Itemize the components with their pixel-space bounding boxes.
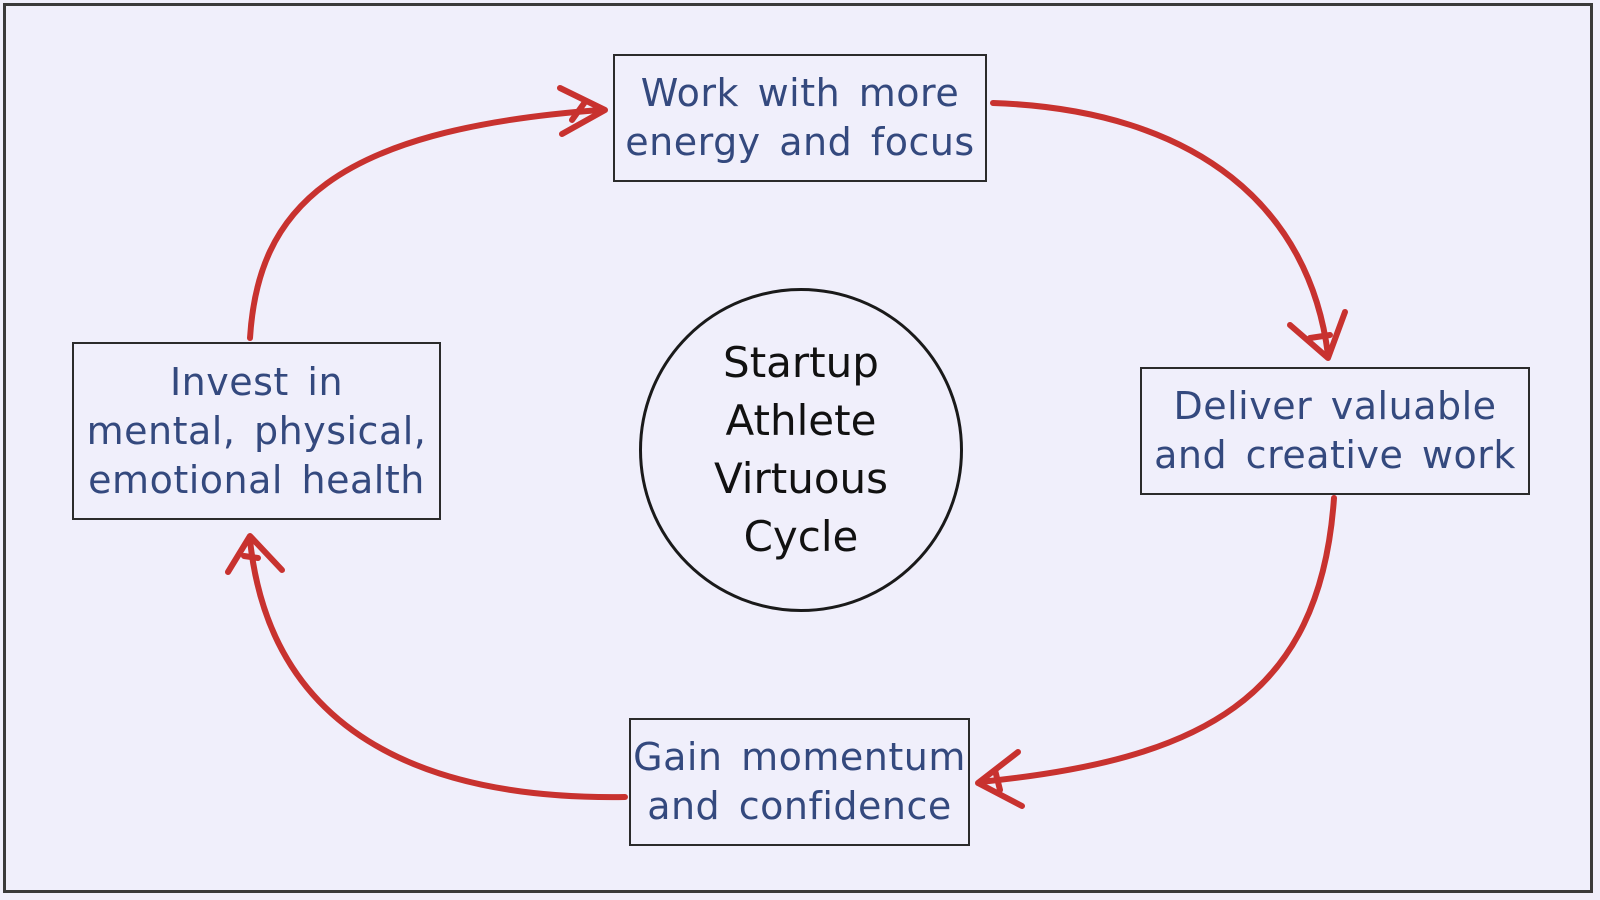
step-box-invest-health: Invest in mental, physical, emotional he…: [72, 342, 441, 520]
arrow-bottom-to-left: [247, 537, 628, 801]
arrowhead-right-to-bottom: [975, 749, 1025, 809]
step-box-work-energy-focus: Work with more energy and focus: [613, 54, 987, 182]
arrowhead-bottom-to-left: [225, 533, 285, 575]
diagram-frame: [3, 3, 1593, 893]
arrowhead-left-to-top: [557, 85, 608, 137]
step-box-deliver-work: Deliver valuable and creative work: [1140, 367, 1530, 495]
arrow-left-to-top: [247, 107, 603, 341]
center-cycle-title: Startup Athlete Virtuous Cycle: [639, 288, 963, 612]
step-box-gain-momentum: Gain momentum and confidence: [629, 718, 970, 846]
arrow-right-to-bottom: [977, 495, 1337, 785]
arrowhead-top-to-right: [1287, 309, 1348, 361]
arrow-top-to-right: [990, 100, 1331, 358]
